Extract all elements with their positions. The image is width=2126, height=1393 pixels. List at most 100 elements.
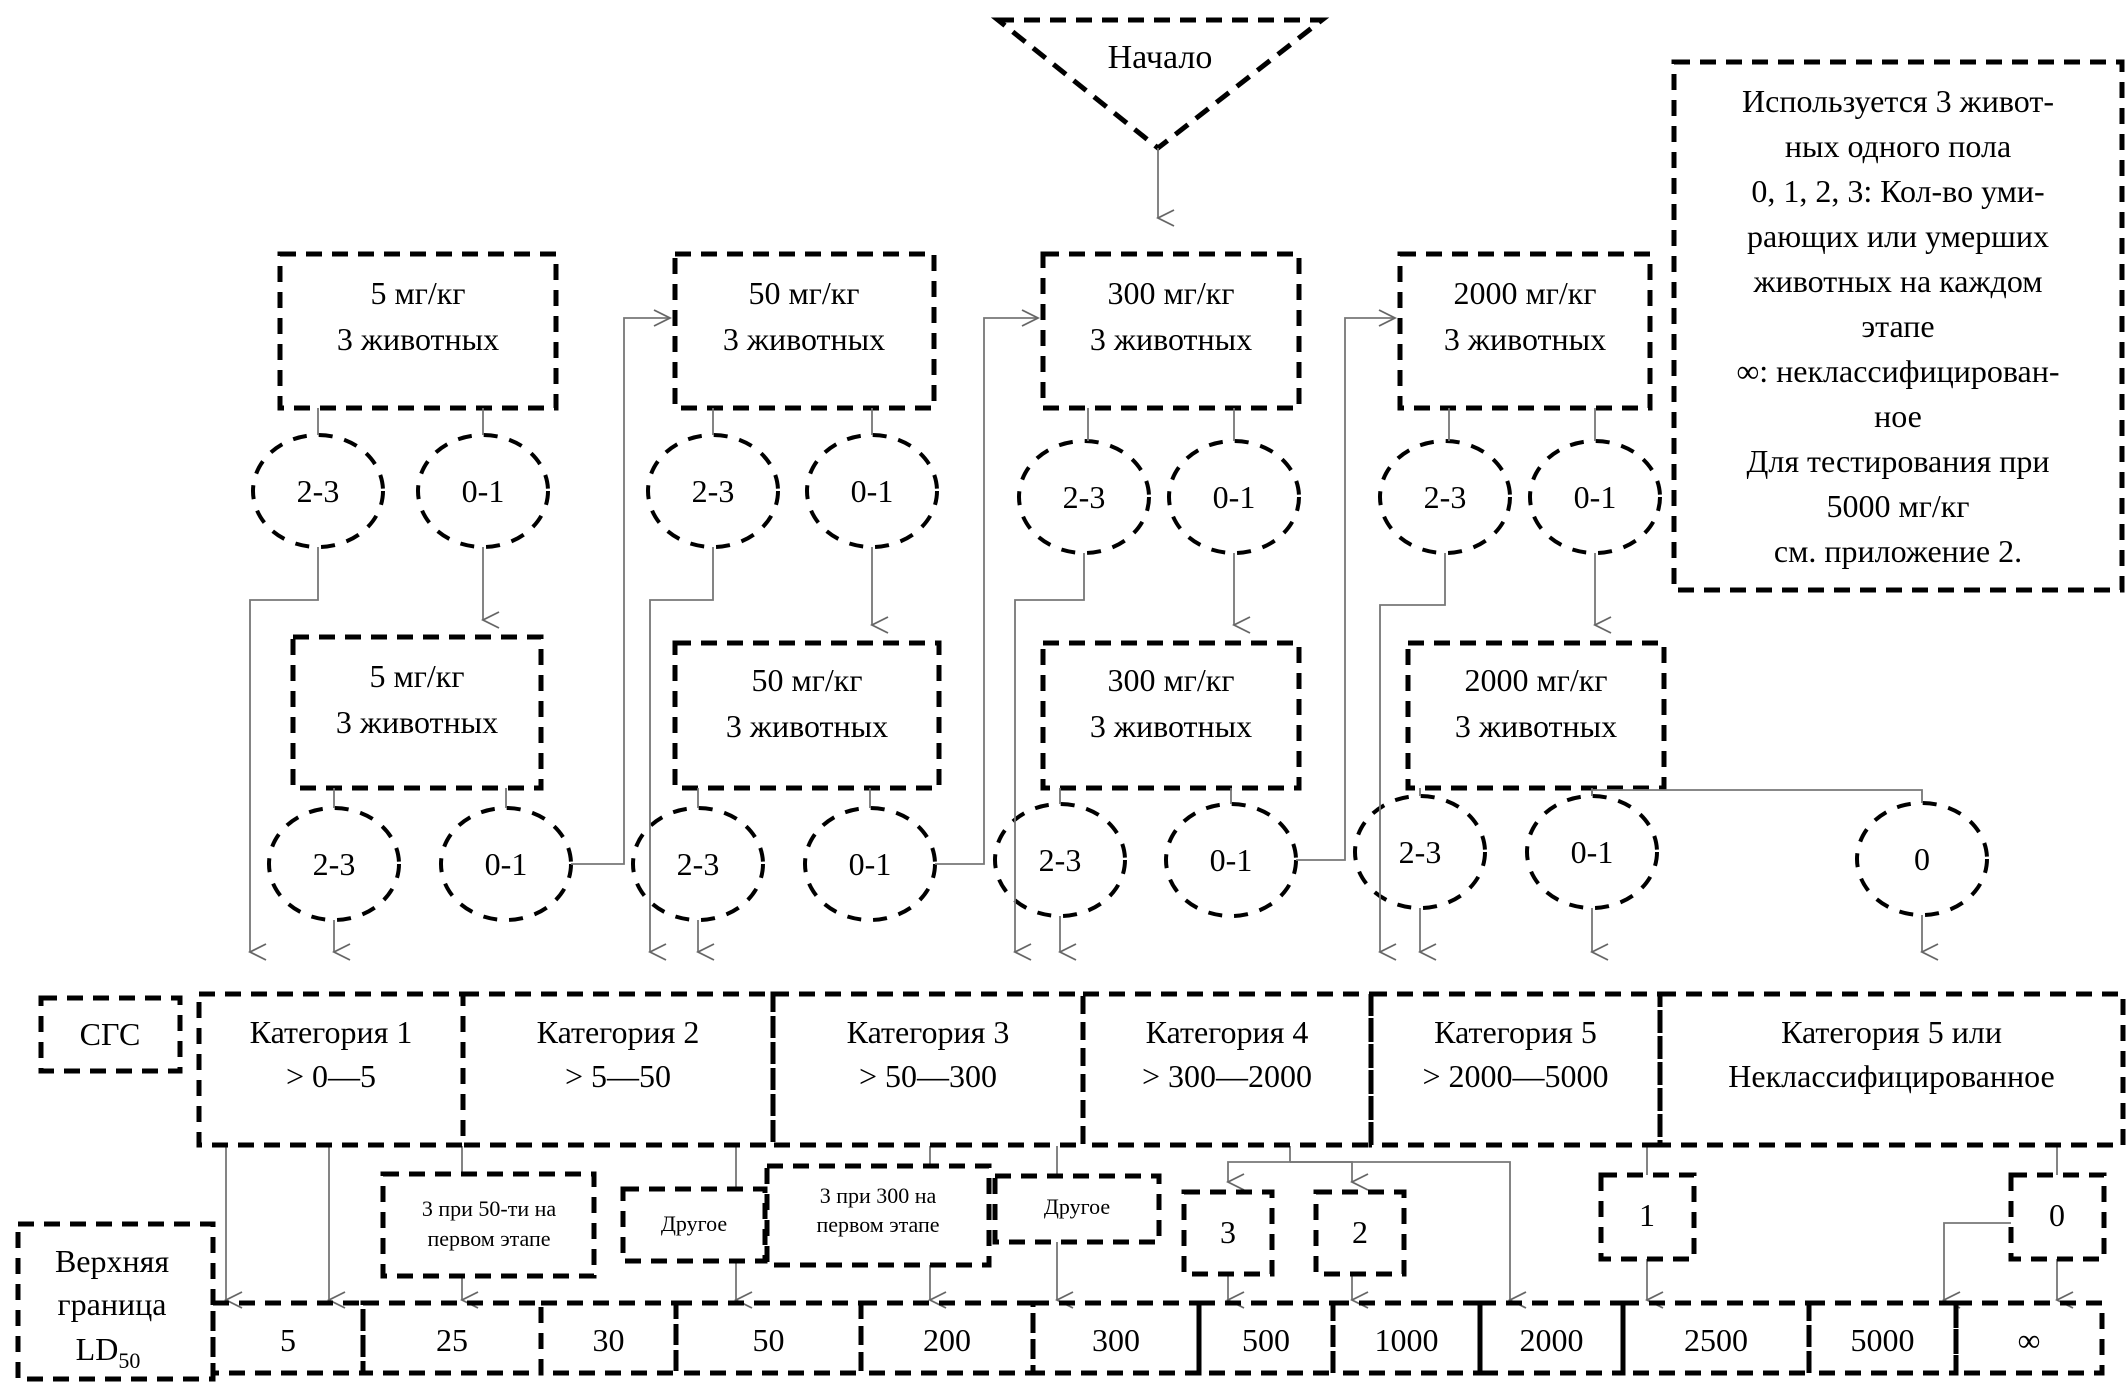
ld50-cell: 500: [1196, 1300, 1336, 1376]
note-line: первом этапе: [816, 1212, 939, 1237]
dose-label: 50 мг/кг: [752, 662, 863, 698]
ld50-value: 200: [923, 1322, 971, 1358]
legend-line: животных на каждом: [1753, 263, 2043, 299]
connector-line: [1228, 1146, 1291, 1182]
dose-label: 50 мг/кг: [749, 275, 860, 311]
ld50-value: 2500: [1684, 1322, 1748, 1358]
outcome-2000-first-low: 0-1: [1528, 439, 1662, 555]
connector-line: [1015, 553, 1085, 952]
connector-line: [250, 547, 319, 952]
category-name: Категория 2: [537, 1014, 700, 1050]
category-name: Категория 5 или: [1781, 1014, 2002, 1050]
ld50-value: 1000: [1375, 1322, 1439, 1358]
outcome-300-first-high: 2-3: [1017, 439, 1151, 555]
ld50-cell: 300: [1030, 1300, 1202, 1376]
category-range: Неклассифицированное: [1728, 1058, 2054, 1094]
connector-line: [1290, 1161, 1352, 1182]
note-deaths-0: 0: [2008, 1172, 2107, 1262]
outcome-label: 2-3: [1399, 834, 1442, 870]
ghs-category-2: Категория 2 > 5—50: [460, 991, 776, 1148]
outcome-label: 0-1: [849, 846, 892, 882]
connector-line: [1591, 789, 1923, 803]
outcome-2000-second-low: 0-1: [1525, 794, 1659, 910]
category-name: Категория 3: [847, 1014, 1010, 1050]
start-label: Начало: [1108, 39, 1213, 76]
ghs-label-box: СГС: [38, 995, 183, 1074]
ld50-value: 2000: [1520, 1322, 1584, 1358]
ld50-cell: 2000: [1477, 1300, 1626, 1376]
ghs-category-1: Категория 1> 0—5: [196, 991, 466, 1148]
outcome-50-first-high: 2-3: [646, 433, 780, 549]
stage-box-2000-second: 2000 мг/кг 3 животных: [1405, 640, 1667, 791]
note-3-at-50: 3 при 50-ти на первом этапе: [380, 1171, 597, 1279]
legend-line: 5000 мг/кг: [1827, 488, 1970, 524]
stage-box-5-first: 5 мг/кг 3 животных: [277, 251, 559, 411]
legend-line: 0, 1, 2, 3: Кол-во уми-: [1751, 173, 2044, 209]
outcome-5-second-high: 2-3: [267, 806, 401, 922]
category-range: > 5—50: [565, 1058, 671, 1094]
ghs-category-3: Категория 3 > 50—300: [770, 991, 1086, 1148]
connectors: [226, 318, 2057, 1300]
legend-line: Используется 3 живот-: [1742, 83, 2054, 119]
dose-label: 5 мг/кг: [370, 658, 465, 694]
legend-line: см. приложение 2.: [1774, 533, 2022, 569]
outcome-label: 2-3: [313, 846, 356, 882]
animals-label: 3 животных: [1444, 321, 1606, 357]
stage-box-5-second: 5 мг/кг 3 животных: [290, 634, 544, 791]
outcome-300-first-low: 0-1: [1167, 439, 1301, 555]
outcome-label: 0: [1914, 841, 1930, 877]
outcome-label: 0-1: [485, 846, 528, 882]
outcome-50-first-low: 0-1: [805, 433, 939, 549]
connector-line: [650, 547, 714, 952]
category-range: > 300—2000: [1142, 1058, 1312, 1094]
ghs-category-5: Категория 5> 2000—5000: [1368, 991, 1663, 1148]
legend-line: рающих или умерших: [1747, 218, 2049, 254]
animals-label: 3 животных: [1090, 708, 1252, 744]
note-line: Другое: [1044, 1194, 1110, 1219]
connector-line: [935, 318, 1038, 865]
connector-line: [1296, 318, 1395, 861]
condition-notes: 3 при 50-ти на первом этапе Другое 3 при…: [380, 1163, 2107, 1279]
animals-label: 3 животных: [723, 321, 885, 357]
outcome-300-second-low: 0-1: [1164, 802, 1298, 918]
ld50-cell: 30: [538, 1300, 679, 1376]
ghs-label: СГС: [80, 1016, 141, 1052]
animals-label: 3 животных: [336, 704, 498, 740]
note-line: 3 при 50-ти на: [422, 1196, 557, 1221]
connector-line: [1380, 553, 1446, 952]
category-range: > 50—300: [859, 1058, 997, 1094]
stage-box-50-second: 50 мг/кг 3 животных: [672, 640, 942, 791]
stage-row-2: 5 мг/кг 3 животных 50 мг/кг 3 животных 3…: [290, 634, 1667, 791]
animals-label: 3 животных: [337, 321, 499, 357]
ghs-category-4: Категория 4> 300—2000: [1080, 991, 1374, 1148]
outcome-label: 2-3: [1039, 842, 1082, 878]
legend-line: ное: [1874, 398, 1922, 434]
note-line: 3 при 300 на: [820, 1183, 937, 1208]
ld50-value: 5: [280, 1322, 296, 1358]
stage-box-300-first: 300 мг/кг 3 животных: [1040, 251, 1302, 411]
category-name: Категория 1: [250, 1014, 413, 1050]
ld50-cell: 5000: [1806, 1300, 1959, 1376]
outcome-label: 0-1: [462, 473, 505, 509]
outcome-300-second-high: 2-3: [993, 802, 1127, 918]
note-line: 3: [1220, 1214, 1236, 1250]
stage-box-2000-first: 2000 мг/кг 3 животных: [1397, 251, 1653, 411]
outcome-label: 0-1: [1574, 479, 1617, 515]
dose-label: 5 мг/кг: [371, 275, 466, 311]
ld50-cell: ∞: [1953, 1300, 2105, 1376]
note-other-2: Другое: [992, 1173, 1162, 1245]
note-line: первом этапе: [427, 1226, 550, 1251]
note-deaths-2: 2: [1313, 1189, 1407, 1277]
note-line: 2: [1352, 1214, 1368, 1250]
legend-line: этапе: [1861, 308, 1934, 344]
ld50-cell: 2500: [1620, 1300, 1812, 1376]
legend-line: Для тестирования при: [1747, 443, 2050, 479]
note-line: 0: [2049, 1197, 2065, 1233]
ld50-value: 25: [436, 1322, 468, 1358]
